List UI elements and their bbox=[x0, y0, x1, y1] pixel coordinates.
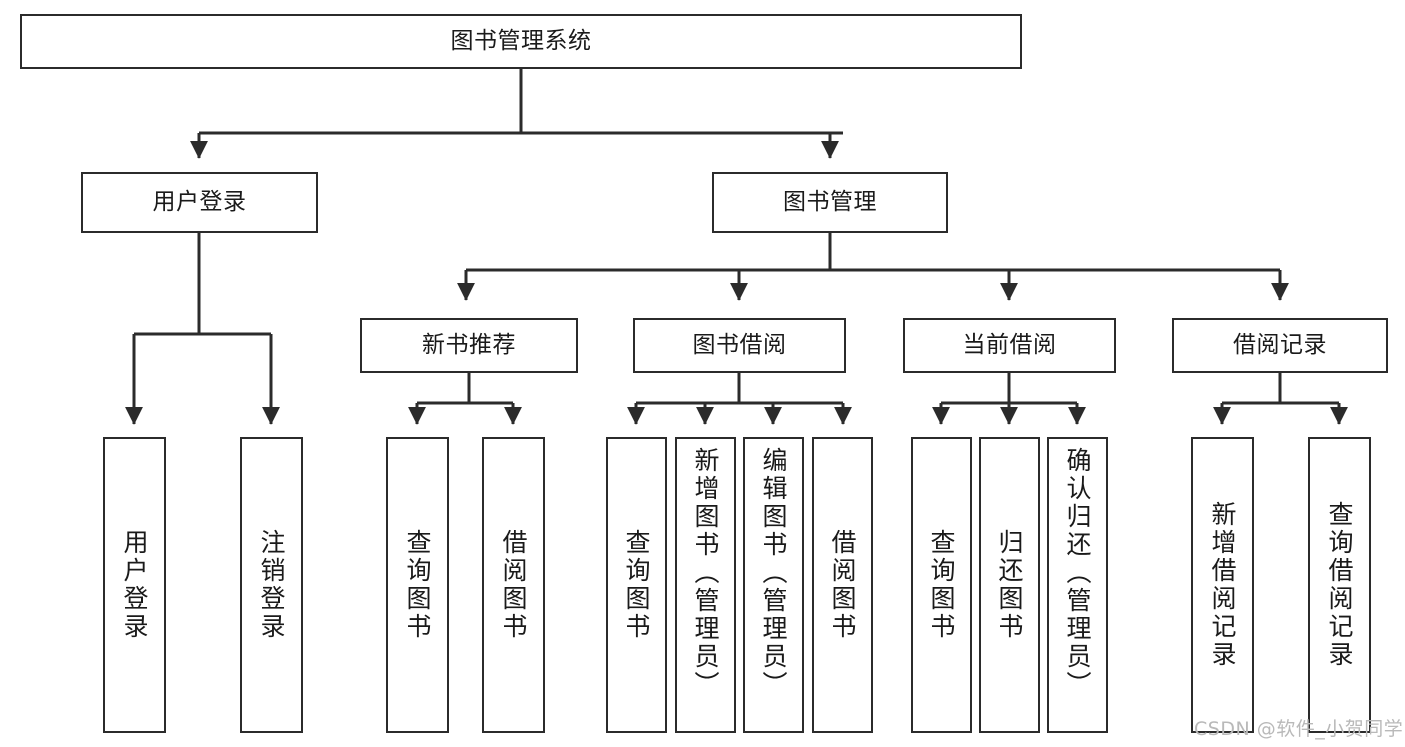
node-label: 图书借阅 bbox=[692, 331, 787, 358]
node-label: 当前借阅 bbox=[962, 331, 1057, 358]
csdn-watermark: CSDN @软件_小贺同学 bbox=[1194, 718, 1404, 740]
node-label: 借阅图书 bbox=[828, 529, 857, 641]
node-label: 借阅记录 bbox=[1233, 331, 1327, 358]
node-label: 图书管理系统 bbox=[450, 27, 592, 54]
leaf-query-borrow-record[interactable]: 查询借阅记录 bbox=[1308, 437, 1371, 733]
node-book-borrow[interactable]: 图书借阅 bbox=[633, 318, 846, 373]
node-new-book-recommend[interactable]: 新书推荐 bbox=[360, 318, 578, 373]
node-root-book-management-system[interactable]: 图书管理系统 bbox=[20, 14, 1022, 69]
leaf-query-book-borrow[interactable]: 查询图书 bbox=[606, 437, 667, 733]
node-label: 注销登录 bbox=[257, 529, 286, 641]
leaf-query-book-current[interactable]: 查询图书 bbox=[911, 437, 972, 733]
node-label: 确认归还（管理员） bbox=[1063, 447, 1092, 699]
node-label: 查询图书 bbox=[927, 529, 956, 641]
leaf-edit-book-admin[interactable]: 编辑图书（管理员） bbox=[743, 437, 804, 733]
node-user-login[interactable]: 用户登录 bbox=[81, 172, 318, 233]
node-label: 新增借阅记录 bbox=[1208, 501, 1237, 669]
leaf-confirm-return-admin[interactable]: 确认归还（管理员） bbox=[1047, 437, 1108, 733]
node-label: 查询借阅记录 bbox=[1325, 501, 1354, 669]
node-label: 图书管理 bbox=[783, 188, 877, 215]
node-current-borrow[interactable]: 当前借阅 bbox=[903, 318, 1116, 373]
node-label: 新书推荐 bbox=[422, 331, 516, 358]
node-label: 编辑图书（管理员） bbox=[759, 447, 788, 699]
node-label: 用户登录 bbox=[120, 529, 149, 641]
node-label: 用户登录 bbox=[152, 188, 247, 215]
node-label: 查询图书 bbox=[622, 529, 651, 641]
leaf-borrow-book[interactable]: 借阅图书 bbox=[812, 437, 873, 733]
leaf-logout-login[interactable]: 注销登录 bbox=[240, 437, 303, 733]
leaf-user-login[interactable]: 用户登录 bbox=[103, 437, 166, 733]
leaf-add-borrow-record[interactable]: 新增借阅记录 bbox=[1191, 437, 1254, 733]
node-borrow-record[interactable]: 借阅记录 bbox=[1172, 318, 1388, 373]
node-book-management[interactable]: 图书管理 bbox=[712, 172, 948, 233]
node-label: 借阅图书 bbox=[499, 529, 528, 641]
leaf-add-book-admin[interactable]: 新增图书（管理员） bbox=[675, 437, 736, 733]
node-label: 查询图书 bbox=[403, 529, 432, 641]
leaf-query-book-recommend[interactable]: 查询图书 bbox=[386, 437, 449, 733]
leaf-borrow-book-recommend[interactable]: 借阅图书 bbox=[482, 437, 545, 733]
node-label: 新增图书（管理员） bbox=[691, 447, 720, 699]
node-label: 归还图书 bbox=[995, 529, 1024, 641]
leaf-return-book[interactable]: 归还图书 bbox=[979, 437, 1040, 733]
